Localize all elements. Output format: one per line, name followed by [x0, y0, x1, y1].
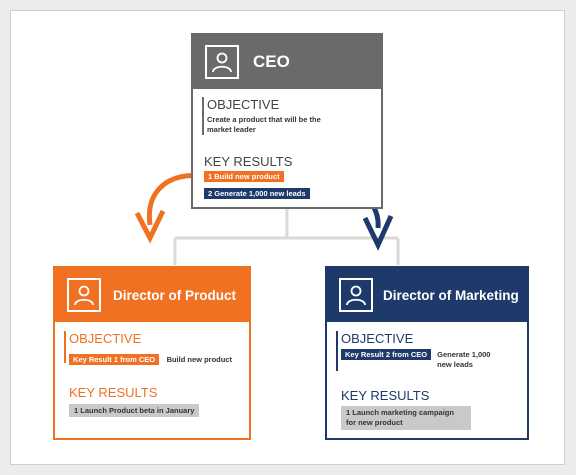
org-connector [173, 206, 400, 265]
marketing-objective-bar [336, 331, 338, 371]
person-icon [67, 278, 101, 312]
marketing-objective-label: OBJECTIVE [341, 331, 414, 346]
product-card: Director of Product OBJECTIVE Key Result… [53, 266, 251, 440]
product-title: Director of Product [113, 287, 237, 303]
ceo-header: CEO [193, 35, 381, 89]
orange-arrowhead [134, 209, 166, 244]
person-icon [205, 45, 239, 79]
ceo-key-result-2: 2 Generate 1,000 new leads [204, 188, 310, 199]
ceo-key-result-1: 1 Build new product [204, 171, 284, 182]
product-objective-bar [64, 331, 66, 363]
marketing-objective-row: Key Result 2 from CEO Generate 1,000 new… [341, 349, 497, 370]
marketing-objective-tag: Key Result 2 from CEO [341, 349, 432, 360]
marketing-title: Director of Marketing [383, 287, 519, 303]
ceo-title: CEO [253, 52, 290, 71]
ceo-objective-label: OBJECTIVE [207, 97, 280, 112]
ceo-objective-bar [202, 97, 204, 135]
product-objective-tag: Key Result 1 from CEO [69, 354, 160, 365]
marketing-key-result-1: 1 Launch marketing campaign for new prod… [341, 406, 471, 430]
product-key-result-1: 1 Launch Product beta in January [69, 404, 200, 417]
ceo-key-results-label: KEY RESULTS [204, 154, 293, 169]
blue-arrowhead [362, 214, 394, 251]
product-header: Director of Product [55, 268, 249, 322]
product-objective-text: Build new product [166, 355, 232, 364]
marketing-key-results-label: KEY RESULTS [341, 388, 430, 403]
product-objective-row: Key Result 1 from CEO Build new product [69, 349, 232, 367]
ceo-objective-text: Create a product that will be the market… [207, 115, 321, 134]
marketing-objective-text: Generate 1,000 new leads [437, 350, 491, 369]
marketing-card: Director of Marketing OBJECTIVE Key Resu… [325, 266, 529, 440]
ceo-card: CEO OBJECTIVE Create a product that will… [191, 33, 383, 209]
person-icon [339, 278, 373, 312]
product-objective-label: OBJECTIVE [69, 331, 142, 346]
marketing-header: Director of Marketing [327, 268, 527, 322]
product-key-results-label: KEY RESULTS [69, 385, 158, 400]
